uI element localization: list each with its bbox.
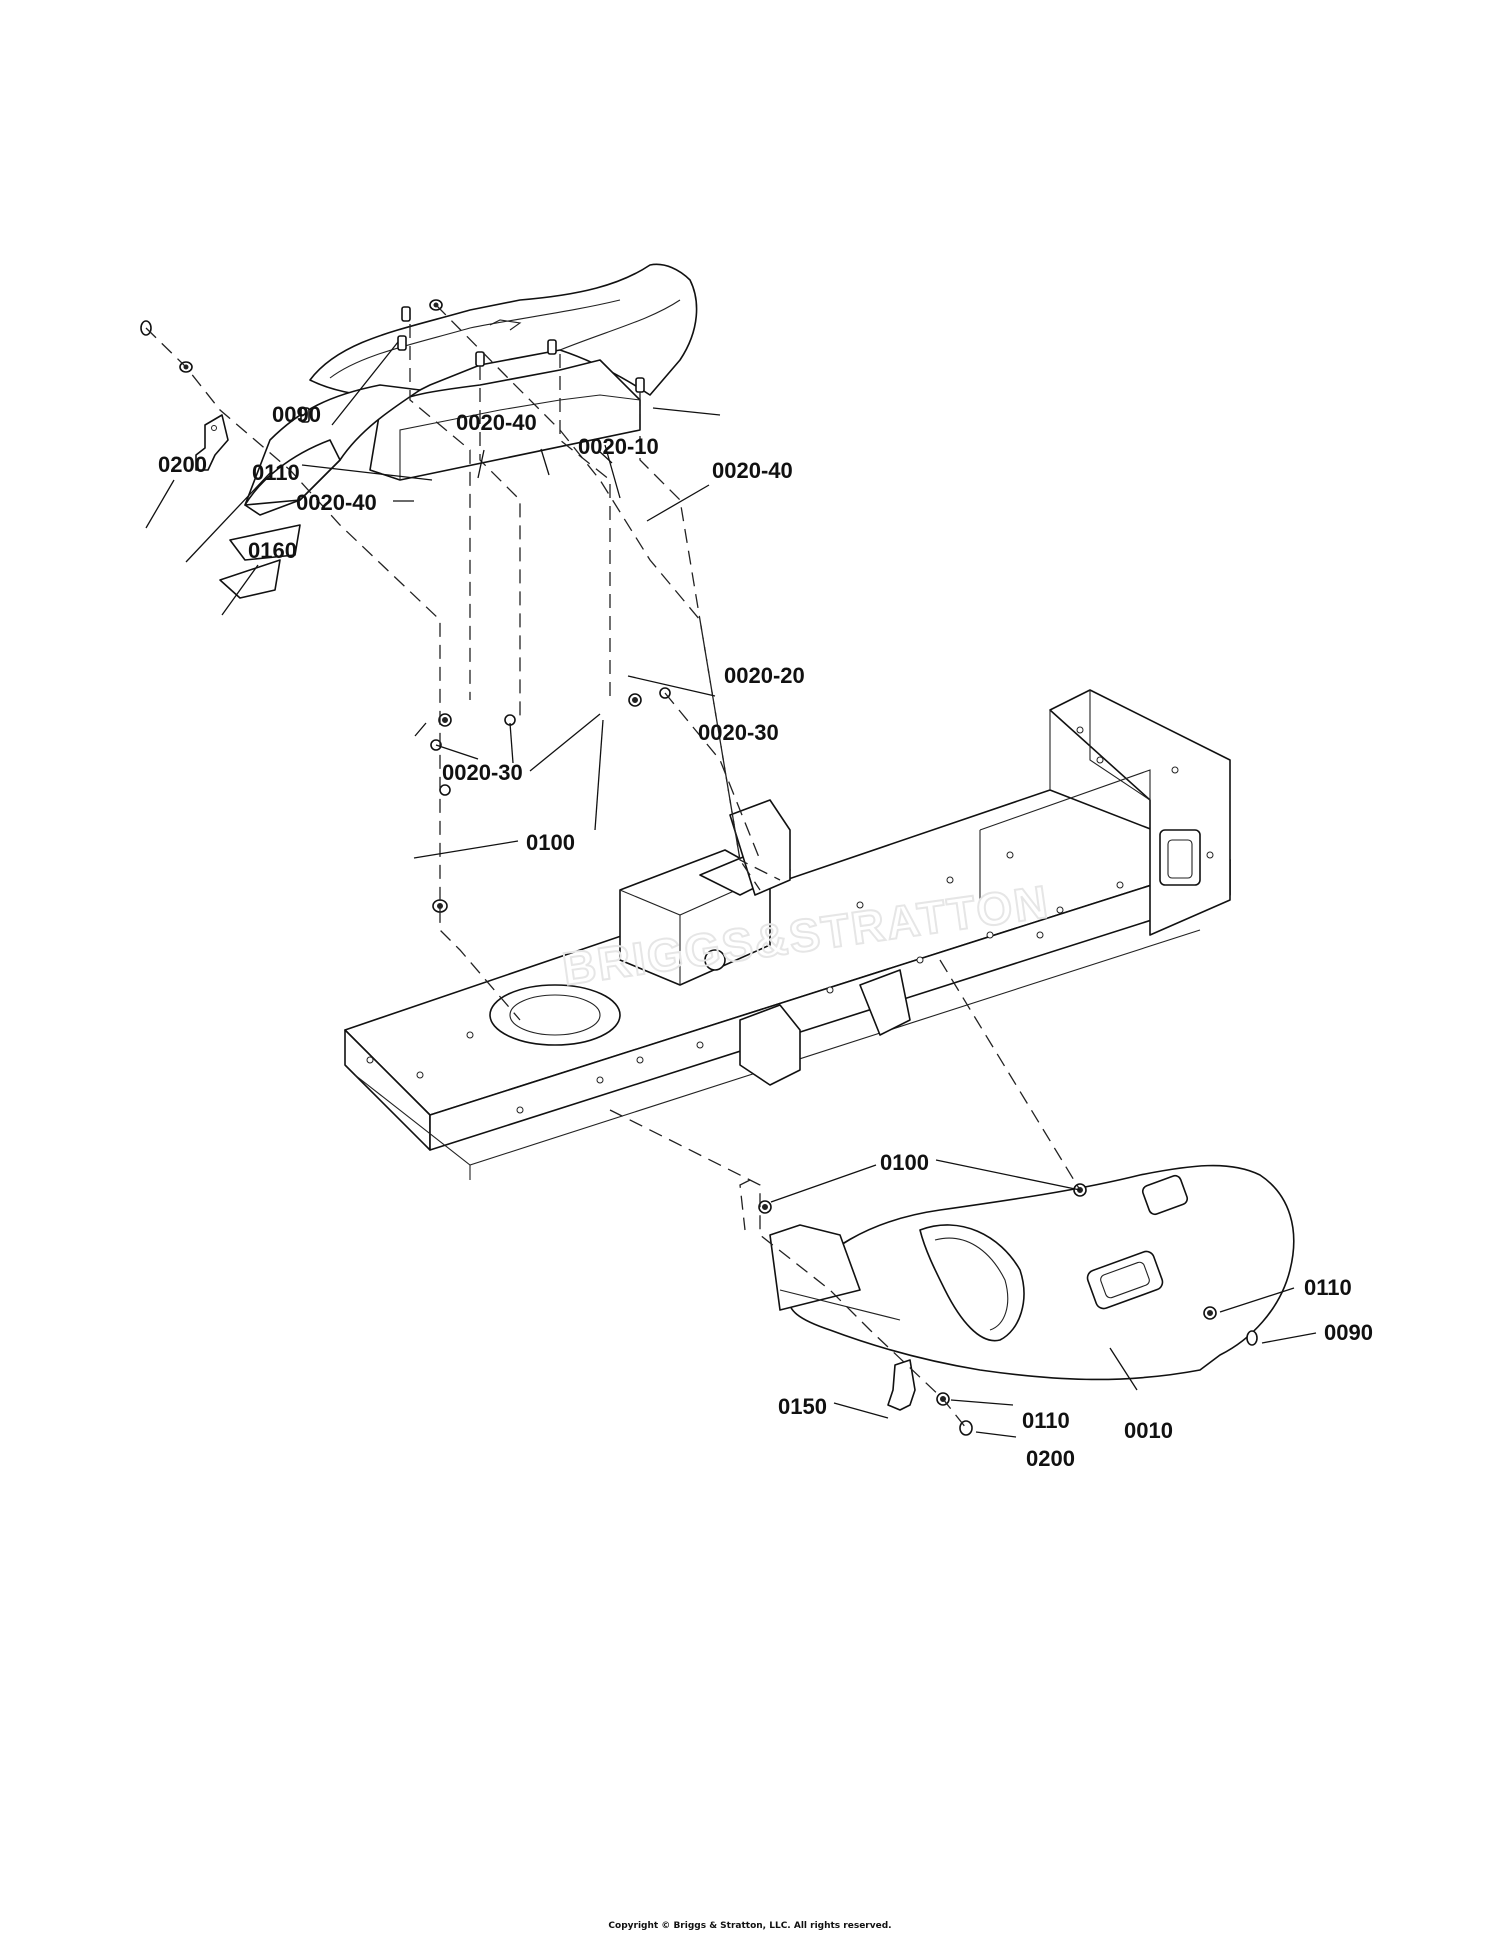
callout-0160: 0160 [248,538,297,563]
callout-0090-top: 0090 [272,402,321,427]
callout-0020-40-left: 0020-40 [296,490,377,515]
callout-0200-top: 0200 [158,452,207,477]
callout-0010: 0010 [1124,1418,1173,1443]
callout-0150: 0150 [778,1394,827,1419]
callout-labels: 0090 0200 0110 0160 0020-40 0020-40 0020… [158,402,1373,1471]
lower-fender-assembly [609,959,1295,1436]
bracket-0150 [887,1359,916,1411]
frame-assembly: BRIGGS&STRATTON [344,689,1231,1180]
callout-0110-bottom: 0110 [1022,1408,1070,1433]
callout-0200-bottom: 0200 [1026,1446,1075,1471]
callout-0020-10: 0020-10 [578,434,659,459]
callout-0020-40-right: 0020-40 [712,458,793,483]
callout-0090-bottom: 0090 [1324,1320,1373,1345]
callout-0100-bottom: 0100 [880,1150,929,1175]
upper-fender-assembly [140,263,781,1021]
bracket-0160 [195,414,229,471]
frame-holes [366,726,1214,1114]
callout-0110-top: 0110 [252,460,300,485]
callout-0020-30-bottom: 0020-30 [442,760,523,785]
callout-0110-right: 0110 [1304,1275,1352,1300]
callout-0020-30-right: 0020-30 [698,720,779,745]
copyright-notice: Copyright © Briggs & Stratton, LLC. All … [608,1921,892,1931]
callout-0020-40-top: 0020-40 [456,410,537,435]
callout-0100-top: 0100 [526,830,575,855]
callout-0020-20: 0020-20 [724,663,805,688]
leader-lines [145,341,1317,1438]
